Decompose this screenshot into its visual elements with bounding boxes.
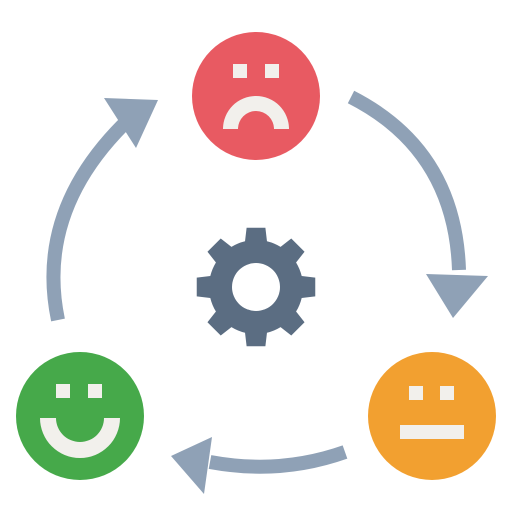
arrow-neutral-to-happy	[171, 437, 348, 494]
arrow-happy-to-sad	[46, 98, 158, 322]
neutral-face-icon	[368, 352, 496, 480]
gear-icon	[196, 227, 316, 347]
happy-face-icon	[16, 352, 144, 480]
sad-face-icon	[192, 32, 320, 160]
arrow-sad-to-neutral	[347, 90, 488, 318]
